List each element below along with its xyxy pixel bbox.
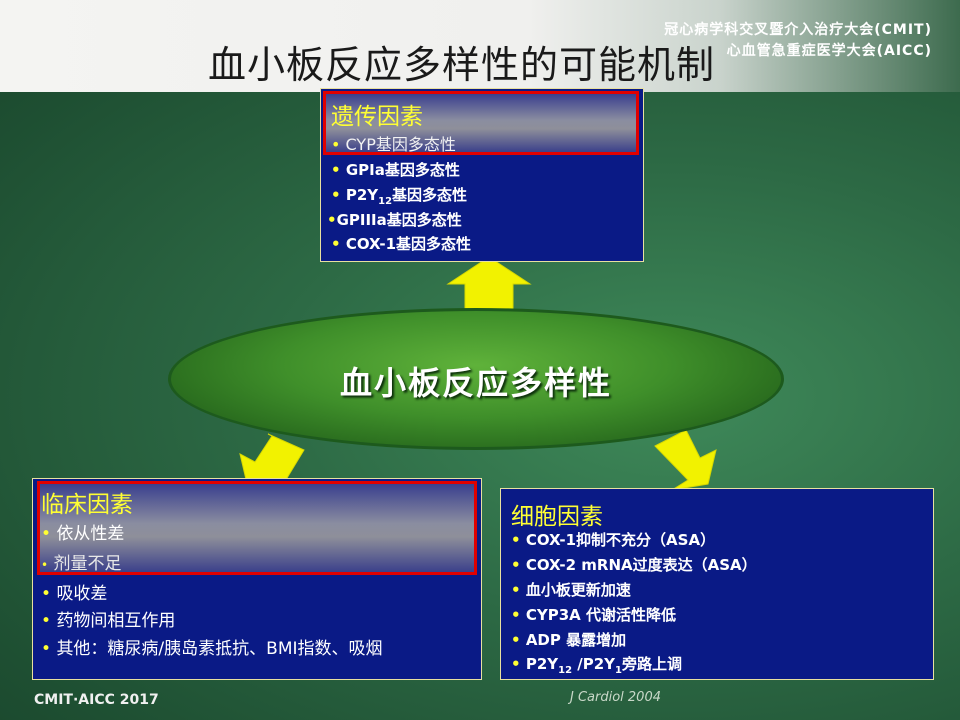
clinical-highlight <box>37 481 477 575</box>
clinical-item-other: • 其他：糖尿病/胰岛素抵抗、BMI指数、吸烟 <box>41 639 383 659</box>
clinical-item-adherence: • 依从性差 <box>41 524 125 544</box>
center-label: 血小板反应多样性 <box>339 364 612 402</box>
clinical-title: 临床因素 <box>41 492 133 518</box>
genetic-item-gpiiia: •GPIIIa基因多态性 <box>327 211 462 229</box>
genetic-factors-box: 遗传因素 • CYP基因多态性 • GPIa基因多态性 • P2Y12基因多态性… <box>320 88 644 262</box>
genetic-title: 遗传因素 <box>331 104 423 130</box>
cellular-item-turnover: • 血小板更新加速 <box>511 581 631 599</box>
clinical-item-interaction: • 药物间相互作用 <box>41 611 176 631</box>
genetic-item-gpia: • GPIa基因多态性 <box>331 161 460 179</box>
organizer-line-2: 心血管急重症医学大会(AICC) <box>726 43 932 59</box>
cellular-item-cox1: • COX-1抑制不充分（ASA） <box>511 531 716 549</box>
cellular-item-p2y: • P2Y12 /P2Y1旁路上调 <box>511 655 683 676</box>
cellular-item-adp: • ADP 暴露增加 <box>511 631 627 649</box>
cellular-item-cox2: • COX-2 mRNA过度表达（ASA） <box>511 556 757 574</box>
cellular-item-cyp3a: • CYP3A 代谢活性降低 <box>511 606 676 624</box>
title-band <box>0 0 960 92</box>
slide-title: 血小板反应多样性的可能机制 <box>208 43 716 87</box>
cellular-title: 细胞因素 <box>511 504 603 530</box>
arrow-down-right-icon <box>654 429 717 491</box>
organizer-line-1: 冠心病学科交叉暨介入治疗大会(CMIT) <box>664 22 932 38</box>
organizer-text: 冠心病学科交叉暨介入治疗大会(CMIT) 心血管急重症医学大会(AICC) <box>664 20 932 62</box>
genetic-highlight <box>323 91 639 155</box>
genetic-item-cyp: • CYP基因多态性 <box>331 135 456 154</box>
genetic-item-p2y12: • P2Y12基因多态性 <box>331 186 468 207</box>
cellular-factors-box: 细胞因素 • COX-1抑制不充分（ASA） • COX-2 mRNA过度表达（… <box>500 488 934 680</box>
footer-logo-text: CMIT·AICC 2017 <box>34 692 159 708</box>
genetic-item-cox1: • COX-1基因多态性 <box>331 235 472 253</box>
arrow-up-icon <box>446 256 532 311</box>
clinical-item-dose: • 剂量不足 <box>41 554 122 574</box>
center-ellipse <box>168 308 784 450</box>
citation: J Cardiol 2004 <box>570 690 661 705</box>
clinical-factors-box: 临床因素 • 依从性差 • 剂量不足 • 吸收差 • 药物间相互作用 • 其他：… <box>32 478 482 680</box>
clinical-item-absorption: • 吸收差 <box>41 584 108 604</box>
